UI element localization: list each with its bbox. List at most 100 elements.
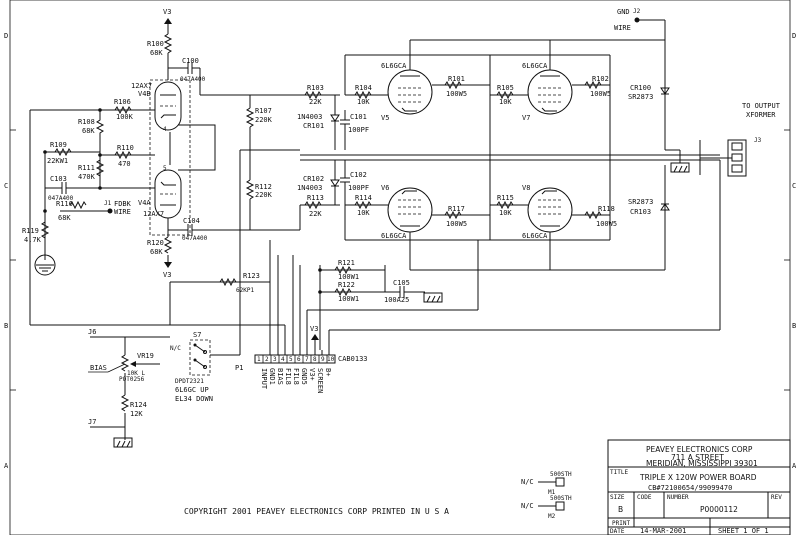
- r123-value: 62KP1: [236, 287, 254, 294]
- cr101-value: 1N4003: [297, 113, 322, 121]
- pin-num: 3: [273, 356, 277, 363]
- switch-up-label: 6L6GC UP: [175, 386, 209, 394]
- row-label-b-left: B: [4, 322, 8, 330]
- vr19-ref: VR19: [137, 352, 154, 360]
- r114-value: 10K: [357, 209, 370, 217]
- pin-name: INPUT: [260, 368, 268, 390]
- v3-top-supply: [164, 18, 172, 34]
- v3-header-label: V3: [310, 325, 318, 333]
- v8-tube: [527, 187, 573, 233]
- r113-resistor: [304, 200, 322, 210]
- r103-resistor: [304, 90, 322, 100]
- j1-label: J1: [104, 200, 112, 207]
- r115-resistor: [496, 200, 514, 210]
- c102-value: 100PF: [348, 184, 369, 192]
- r102-value: 100W5: [590, 90, 611, 98]
- r120-ref: R120: [147, 239, 164, 247]
- v4b-type: 12AX7: [131, 82, 152, 90]
- to-output-label-1: TO OUTPUT: [742, 102, 781, 110]
- v7-type: 6L6GCA: [522, 62, 548, 70]
- title-block: [607, 439, 791, 535]
- v6-tube: [387, 187, 433, 233]
- row-label-a-right: A: [792, 462, 797, 470]
- c103-ref: C103: [50, 175, 67, 183]
- pin-name: V3+: [308, 368, 316, 381]
- vr19-part: POT0256: [119, 376, 145, 383]
- r100-value: 68K: [150, 49, 163, 57]
- r120-resistor: [163, 236, 173, 254]
- pin-num: 5: [289, 356, 293, 363]
- r100-ref: R100: [147, 40, 164, 48]
- drawing-date: 14-MAR-2001: [640, 527, 686, 535]
- r115-ref: R115: [497, 194, 514, 202]
- r116-resistor: [69, 200, 87, 210]
- fdbk-label-2: WIRE: [114, 208, 131, 216]
- r108-value: 68K: [82, 127, 95, 135]
- r121-value: 100W1: [338, 273, 359, 281]
- chassis-ground-c105-icon: [423, 292, 443, 303]
- header-pin-numbers: 1 2 3 4 5 6 7 8 9 10: [257, 356, 335, 363]
- gnd-wire-label-1: GND: [617, 8, 630, 16]
- r107-ref: R107: [255, 107, 272, 115]
- r112-ref: R112: [255, 183, 272, 191]
- to-output-label-2: XFORMER: [746, 111, 776, 119]
- r115-value: 10K: [499, 209, 512, 217]
- pin-num: 6: [297, 356, 301, 363]
- bias-label: BIAS: [90, 364, 107, 372]
- pin-num: 9: [321, 356, 325, 363]
- pin-name: FIL8: [284, 368, 292, 385]
- pin-name: GND5: [300, 368, 308, 385]
- j6-label: J6: [88, 328, 96, 336]
- pin-num: 8: [313, 356, 317, 363]
- p1-label: P1: [235, 364, 243, 372]
- v5-type: 6L6GCA: [381, 62, 407, 70]
- v4-envelope: [149, 79, 191, 236]
- r101-ref: R101: [448, 75, 465, 83]
- r106-value: 100K: [116, 113, 134, 121]
- fdbk-label-1: FDBK: [114, 200, 132, 208]
- size-label: SIZE: [610, 494, 625, 501]
- m2-label: M2: [548, 513, 556, 520]
- r107-resistor: [245, 107, 255, 128]
- r124-resistor: [120, 394, 130, 412]
- nc1-label: N/C: [521, 478, 534, 486]
- r116-ref: R116: [56, 200, 73, 208]
- cr103-diode: [660, 203, 670, 211]
- pin-name: BIAS: [276, 368, 284, 385]
- c100-ref: C100: [182, 57, 199, 65]
- pin-num: 10: [327, 356, 335, 363]
- cr100-value: SR2873: [628, 93, 653, 101]
- number-label: NUMBER: [667, 494, 689, 501]
- sheet-number: SHEET 1 OF 1: [718, 527, 769, 535]
- r117-ref: R117: [448, 205, 465, 213]
- r113-value: 22K: [309, 210, 322, 218]
- r102-resistor: [584, 80, 602, 90]
- r121-resistor: [334, 265, 352, 275]
- drawing-title: TRIPLE X 120W POWER BOARD: [639, 473, 757, 482]
- v3-top-label: V3: [163, 8, 171, 16]
- cr102-value: 1N4003: [297, 184, 322, 192]
- row-label-c-right: C: [792, 182, 796, 190]
- rev-label: REV: [771, 494, 782, 501]
- r122-resistor: [334, 287, 352, 297]
- r118-ref: R118: [598, 205, 615, 213]
- r105-value: 10K: [499, 98, 512, 106]
- r114-ref: R114: [355, 194, 372, 202]
- company-name: PEAVEY ELECTRONICS CORP: [646, 445, 753, 454]
- r123-ref: R123: [243, 272, 260, 280]
- r122-value: 100W1: [338, 295, 359, 303]
- j3-label: J3: [754, 137, 762, 144]
- r119-value: 4.7K: [24, 236, 42, 244]
- r107-value: 220K: [255, 116, 273, 124]
- company-street: 711 A STREET: [671, 453, 724, 462]
- r103-ref: R103: [307, 84, 324, 92]
- r104-value: 10K: [357, 98, 370, 106]
- r116-value: 68K: [58, 214, 71, 222]
- r110-resistor: [114, 150, 132, 160]
- m2-mount-icon: [555, 501, 565, 511]
- copyright-text: COPYRIGHT 2001 PEAVEY ELECTRONICS CORP P…: [184, 507, 449, 516]
- c104-ref: C104: [183, 217, 200, 225]
- r120-value: 68K: [150, 248, 163, 256]
- v6-ref: V6: [381, 184, 389, 192]
- pin-num: 2: [265, 356, 269, 363]
